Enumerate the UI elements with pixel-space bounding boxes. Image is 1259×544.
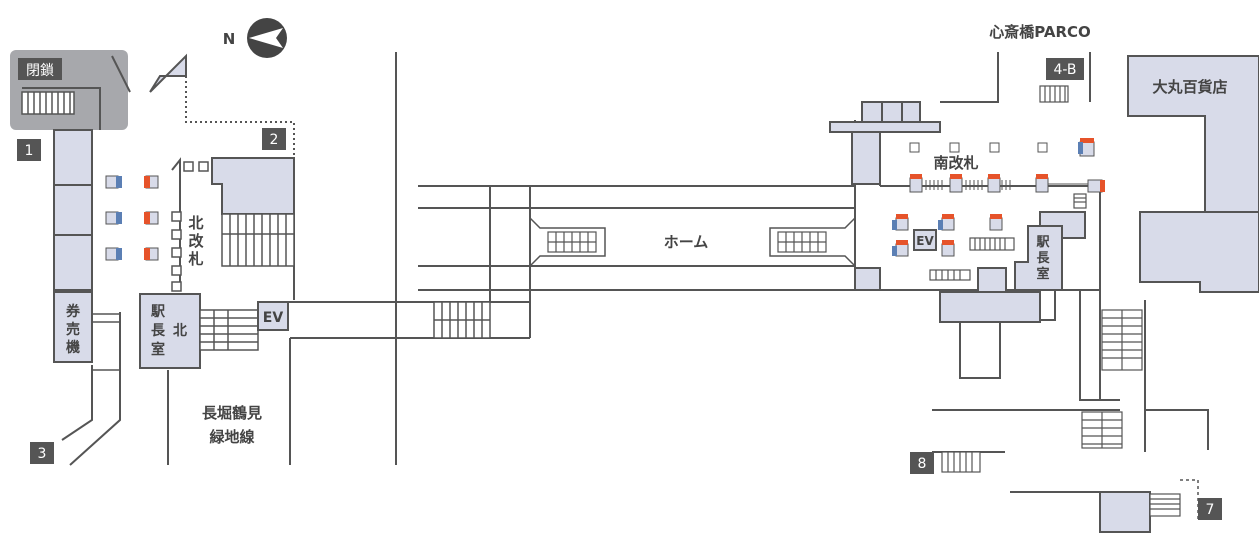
- north-concourse: [53, 56, 295, 466]
- south-gate-label: 南改札: [933, 154, 978, 172]
- exit-1-label: 1: [25, 143, 34, 159]
- exit-7-label: 7: [1206, 502, 1215, 518]
- south-station-office: 駅 長 室: [1014, 225, 1063, 291]
- north-gate-label-3: 札: [187, 250, 203, 268]
- line-name-1: 長堀鶴見: [202, 404, 262, 422]
- exit-7-badge: 7: [1198, 498, 1222, 520]
- platform-label: ホーム: [664, 233, 709, 251]
- corridor-stairs: [433, 301, 491, 339]
- exit-4b-stairs: [1039, 85, 1069, 103]
- north-office-label-4: 北: [173, 323, 187, 339]
- north-office-label-3: 室: [151, 341, 165, 358]
- closed-area: 閉鎖: [10, 50, 187, 130]
- daimaru-building: 大丸百貨店: [1127, 55, 1259, 213]
- parco-label: 心斎橋PARCO: [989, 23, 1091, 41]
- exit-8-badge: 8: [910, 452, 934, 474]
- ticket-machine-label-3: 機: [66, 339, 80, 356]
- exit-2-badge: 2: [262, 128, 286, 150]
- south-ev-label: EV: [916, 234, 934, 248]
- south-office-box: [1014, 225, 1063, 291]
- south-office-label-2: 長: [1036, 251, 1050, 266]
- north-office-label-1: 駅: [151, 304, 166, 320]
- exit-3-badge: 3: [30, 442, 54, 464]
- north-gate-label-1: 北: [188, 214, 203, 232]
- exit-4b-label: 4-B: [1053, 62, 1076, 78]
- north-ev-box: [257, 301, 289, 331]
- south-office-label-1: 駅: [1035, 235, 1050, 250]
- south-stairs: [929, 193, 1199, 520]
- exit-1-stairs: [21, 91, 75, 115]
- north-gate-area: 北 改 札: [105, 157, 295, 292]
- north-passage: [199, 309, 259, 351]
- south-office-label-3: 室: [1036, 266, 1049, 282]
- north-station-office: 駅 長 室 北: [139, 293, 201, 369]
- exit-8-label: 8: [918, 456, 927, 472]
- south-rooms: [829, 101, 1259, 533]
- ticket-machine-label-1: 券: [66, 303, 81, 320]
- daimaru-shape: [1127, 55, 1259, 213]
- ticket-machine-box: [53, 291, 93, 363]
- south-gate-machines: [892, 138, 1105, 257]
- daimaru-label: 大丸百貨店: [1152, 78, 1227, 96]
- north-elevator: EV: [257, 301, 289, 331]
- north-gate-label-2: 改: [188, 232, 204, 250]
- exit-3-label: 3: [38, 446, 47, 462]
- north-gate-stairs: [221, 213, 295, 267]
- compass-label: N: [223, 30, 236, 48]
- platform-stairs-west: [547, 231, 597, 253]
- north-gate-machines: [105, 175, 159, 261]
- exit-1-badge: 1: [17, 139, 41, 161]
- north-compass: N: [223, 18, 287, 58]
- main-corridor: [288, 52, 531, 465]
- north-ev-label: EV: [263, 310, 284, 326]
- exit-2-label: 2: [270, 132, 279, 148]
- north-office-label-2: 長: [151, 323, 166, 339]
- north-office-box: [139, 293, 201, 369]
- line-name-2: 緑地線: [209, 428, 254, 446]
- closed-label: 閉鎖: [26, 63, 54, 79]
- ticket-machine: 券 売 機: [53, 291, 121, 372]
- south-elevator: EV: [913, 229, 937, 251]
- closed-badge: [18, 58, 62, 80]
- ticket-machine-label-2: 売: [66, 321, 80, 338]
- platform: ホーム: [529, 185, 856, 291]
- south-ev-box: [913, 229, 937, 251]
- exit-4b-badge: 4-B: [1046, 58, 1084, 80]
- platform-stairs-east: [777, 231, 827, 253]
